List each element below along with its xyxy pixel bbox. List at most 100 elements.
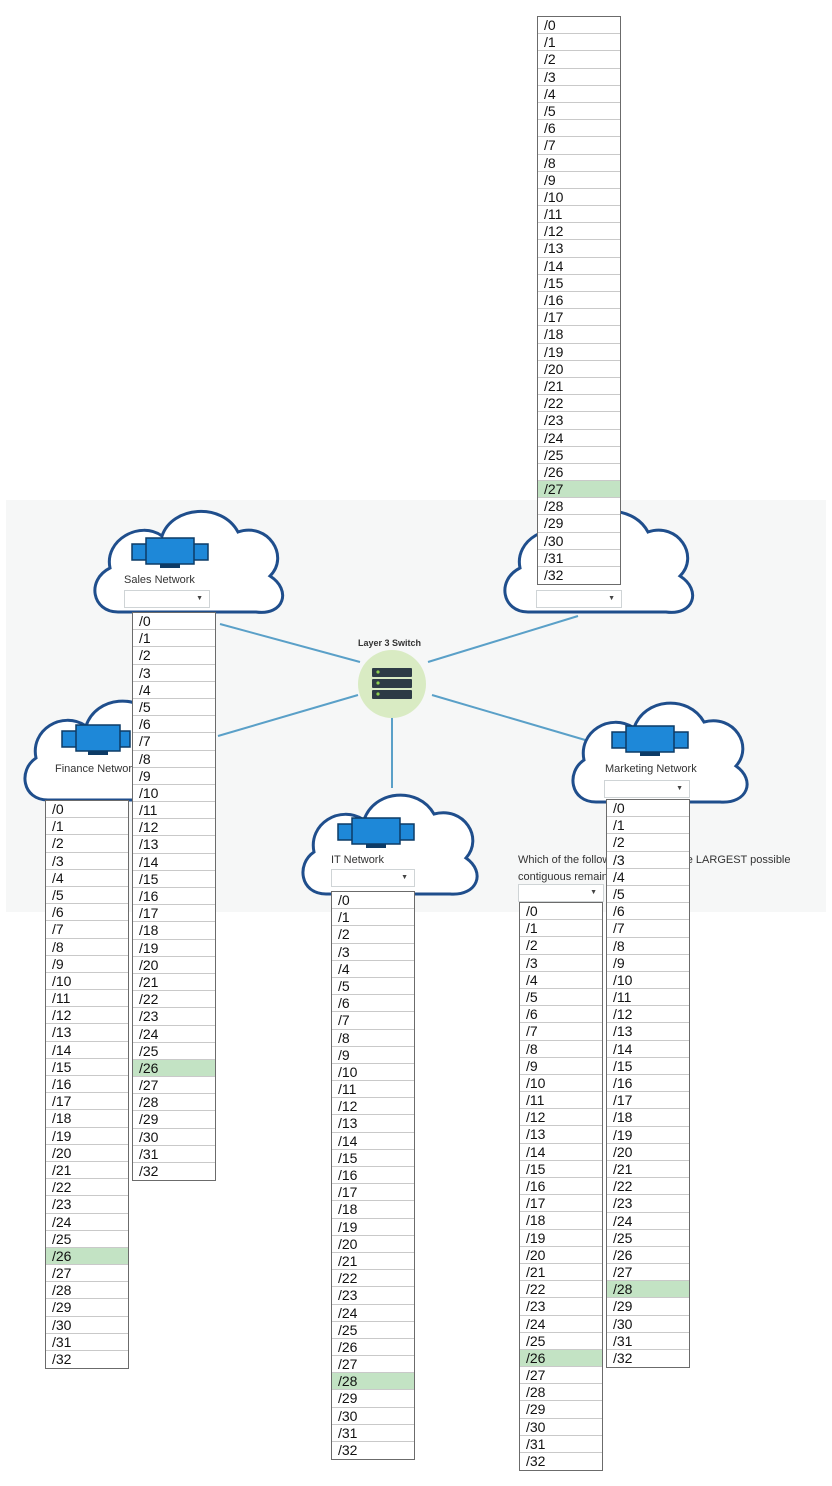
dropdown-option[interactable]: /29 [538,515,620,533]
dropdown-option[interactable]: /5 [607,886,689,904]
dropdown-option[interactable]: /27 [520,1367,602,1385]
dropdown-option[interactable]: /6 [133,716,215,734]
dropdown-option[interactable]: /10 [133,785,215,803]
dropdown-option[interactable]: /21 [332,1253,414,1271]
dropdown-option[interactable]: /6 [607,903,689,921]
dropdown-option[interactable]: /3 [538,69,620,86]
dropdown-option[interactable]: /29 [133,1111,215,1129]
dropdown-option[interactable]: /21 [133,974,215,992]
dropdown-option[interactable]: /11 [332,1081,414,1099]
dropdown-option[interactable]: /1 [520,920,602,938]
question-answer-select[interactable]: ▼ [518,884,604,902]
dropdown-option[interactable]: /20 [332,1236,414,1253]
dropdown-option[interactable]: /18 [538,326,620,344]
dropdown-option[interactable]: /22 [332,1270,414,1288]
dropdown-option[interactable]: /8 [520,1041,602,1058]
dropdown-option[interactable]: /10 [332,1064,414,1082]
dropdown-option[interactable]: /22 [538,395,620,413]
dropdown-option[interactable]: /9 [538,172,620,189]
dropdown-option[interactable]: /29 [520,1401,602,1419]
dropdown-option[interactable]: /24 [133,1026,215,1043]
dropdown-option[interactable]: /0 [133,613,215,631]
dropdown-option[interactable]: /2 [538,51,620,69]
dropdown-option[interactable]: /30 [332,1408,414,1425]
dropdown-option[interactable]: /15 [46,1059,128,1076]
dropdown-option[interactable]: /22 [133,991,215,1009]
dropdown-option[interactable]: /30 [46,1317,128,1334]
dropdown-option[interactable]: /32 [526,1453,546,1469]
dropdown-option[interactable]: /2 [332,926,414,944]
dropdown-option[interactable]: /0 [607,800,689,818]
dropdown-option[interactable]: /14 [607,1041,689,1058]
dropdown-option[interactable]: /17 [520,1195,602,1213]
dropdown-option[interactable]: /16 [607,1075,689,1093]
dropdown-option[interactable]: /13 [133,836,215,854]
dropdown-option[interactable]: /24 [520,1316,602,1333]
dropdown-option[interactable]: /3 [46,853,128,870]
dropdown-option[interactable]: /24 [607,1213,689,1230]
dropdown-option[interactable]: /6 [46,904,128,922]
dropdown-option[interactable]: /30 [133,1129,215,1146]
dropdown-option[interactable]: /28 [607,1281,689,1299]
dropdown-option[interactable]: /8 [46,939,128,956]
dropdown-option[interactable]: /26 [538,464,620,482]
dropdown-option[interactable]: /7 [46,921,128,939]
dropdown-option[interactable]: /20 [538,361,620,378]
dropdown-option[interactable]: /1 [607,817,689,835]
dropdown-option[interactable]: /14 [520,1144,602,1161]
dropdown-option[interactable]: /25 [46,1231,128,1248]
dropdown-option[interactable]: /2 [520,937,602,955]
dropdown-option[interactable]: /30 [538,533,620,550]
dropdown-option[interactable]: /32 [52,1351,72,1367]
dropdown-option[interactable]: /31 [520,1436,602,1453]
dropdown-option[interactable]: /16 [133,888,215,906]
dropdown-option[interactable]: /18 [133,922,215,940]
dropdown-option[interactable]: /26 [133,1059,215,1078]
dropdown-option[interactable]: /13 [332,1115,414,1133]
dropdown-option[interactable]: /21 [538,378,620,396]
dropdown-option[interactable]: /8 [133,751,215,768]
dropdown-option[interactable]: /21 [520,1264,602,1282]
dropdown-option[interactable]: /22 [607,1178,689,1196]
dropdown-option[interactable]: /31 [332,1425,414,1442]
dropdown-option[interactable]: /1 [538,34,620,52]
dropdown-option[interactable]: /3 [332,944,414,961]
dropdown-option[interactable]: /5 [520,989,602,1007]
dropdown-option[interactable]: /20 [133,957,215,974]
dropdown-option[interactable]: /9 [607,955,689,972]
dropdown-option[interactable]: /26 [520,1349,602,1368]
dropdown-option[interactable]: /3 [520,955,602,972]
dropdown-option[interactable]: /7 [332,1012,414,1030]
dropdown-option[interactable]: /32 [139,1163,159,1179]
dropdown-option[interactable]: /32 [544,567,564,583]
dropdown-option[interactable]: /6 [332,995,414,1013]
dropdown-option[interactable]: /28 [332,1373,414,1391]
dropdown-option[interactable]: /15 [520,1161,602,1178]
dropdown-option[interactable]: /15 [607,1058,689,1075]
dropdown-option[interactable]: /30 [520,1419,602,1436]
dropdown-option[interactable]: /27 [538,481,620,499]
dropdown-option[interactable]: /32 [338,1442,358,1458]
dropdown-option[interactable]: /25 [520,1333,602,1350]
dropdown-option[interactable]: /23 [332,1287,414,1305]
dropdown-option[interactable]: /23 [46,1196,128,1214]
dropdown-option[interactable]: /6 [538,120,620,138]
dropdown-option[interactable]: /17 [332,1184,414,1202]
dropdown-option[interactable]: /2 [607,834,689,852]
dropdown-option[interactable]: /4 [332,961,414,978]
dropdown-option[interactable]: /19 [520,1230,602,1247]
dropdown-option[interactable]: /16 [520,1178,602,1196]
dropdown-option[interactable]: /6 [520,1006,602,1024]
dropdown-option[interactable]: /17 [538,309,620,327]
dropdown-option[interactable]: /11 [133,802,215,820]
dropdown-option[interactable]: /8 [607,938,689,955]
dropdown-option[interactable]: /24 [538,430,620,447]
dropdown-option[interactable]: /4 [607,869,689,886]
dropdown-option[interactable]: /16 [538,292,620,310]
dropdown-option[interactable]: /10 [46,973,128,991]
dropdown-option[interactable]: /13 [46,1024,128,1042]
dropdown-option[interactable]: /25 [607,1230,689,1247]
dropdown-option[interactable]: /7 [520,1023,602,1041]
dropdown-option[interactable]: /13 [538,240,620,258]
dropdown-option[interactable]: /16 [46,1076,128,1094]
